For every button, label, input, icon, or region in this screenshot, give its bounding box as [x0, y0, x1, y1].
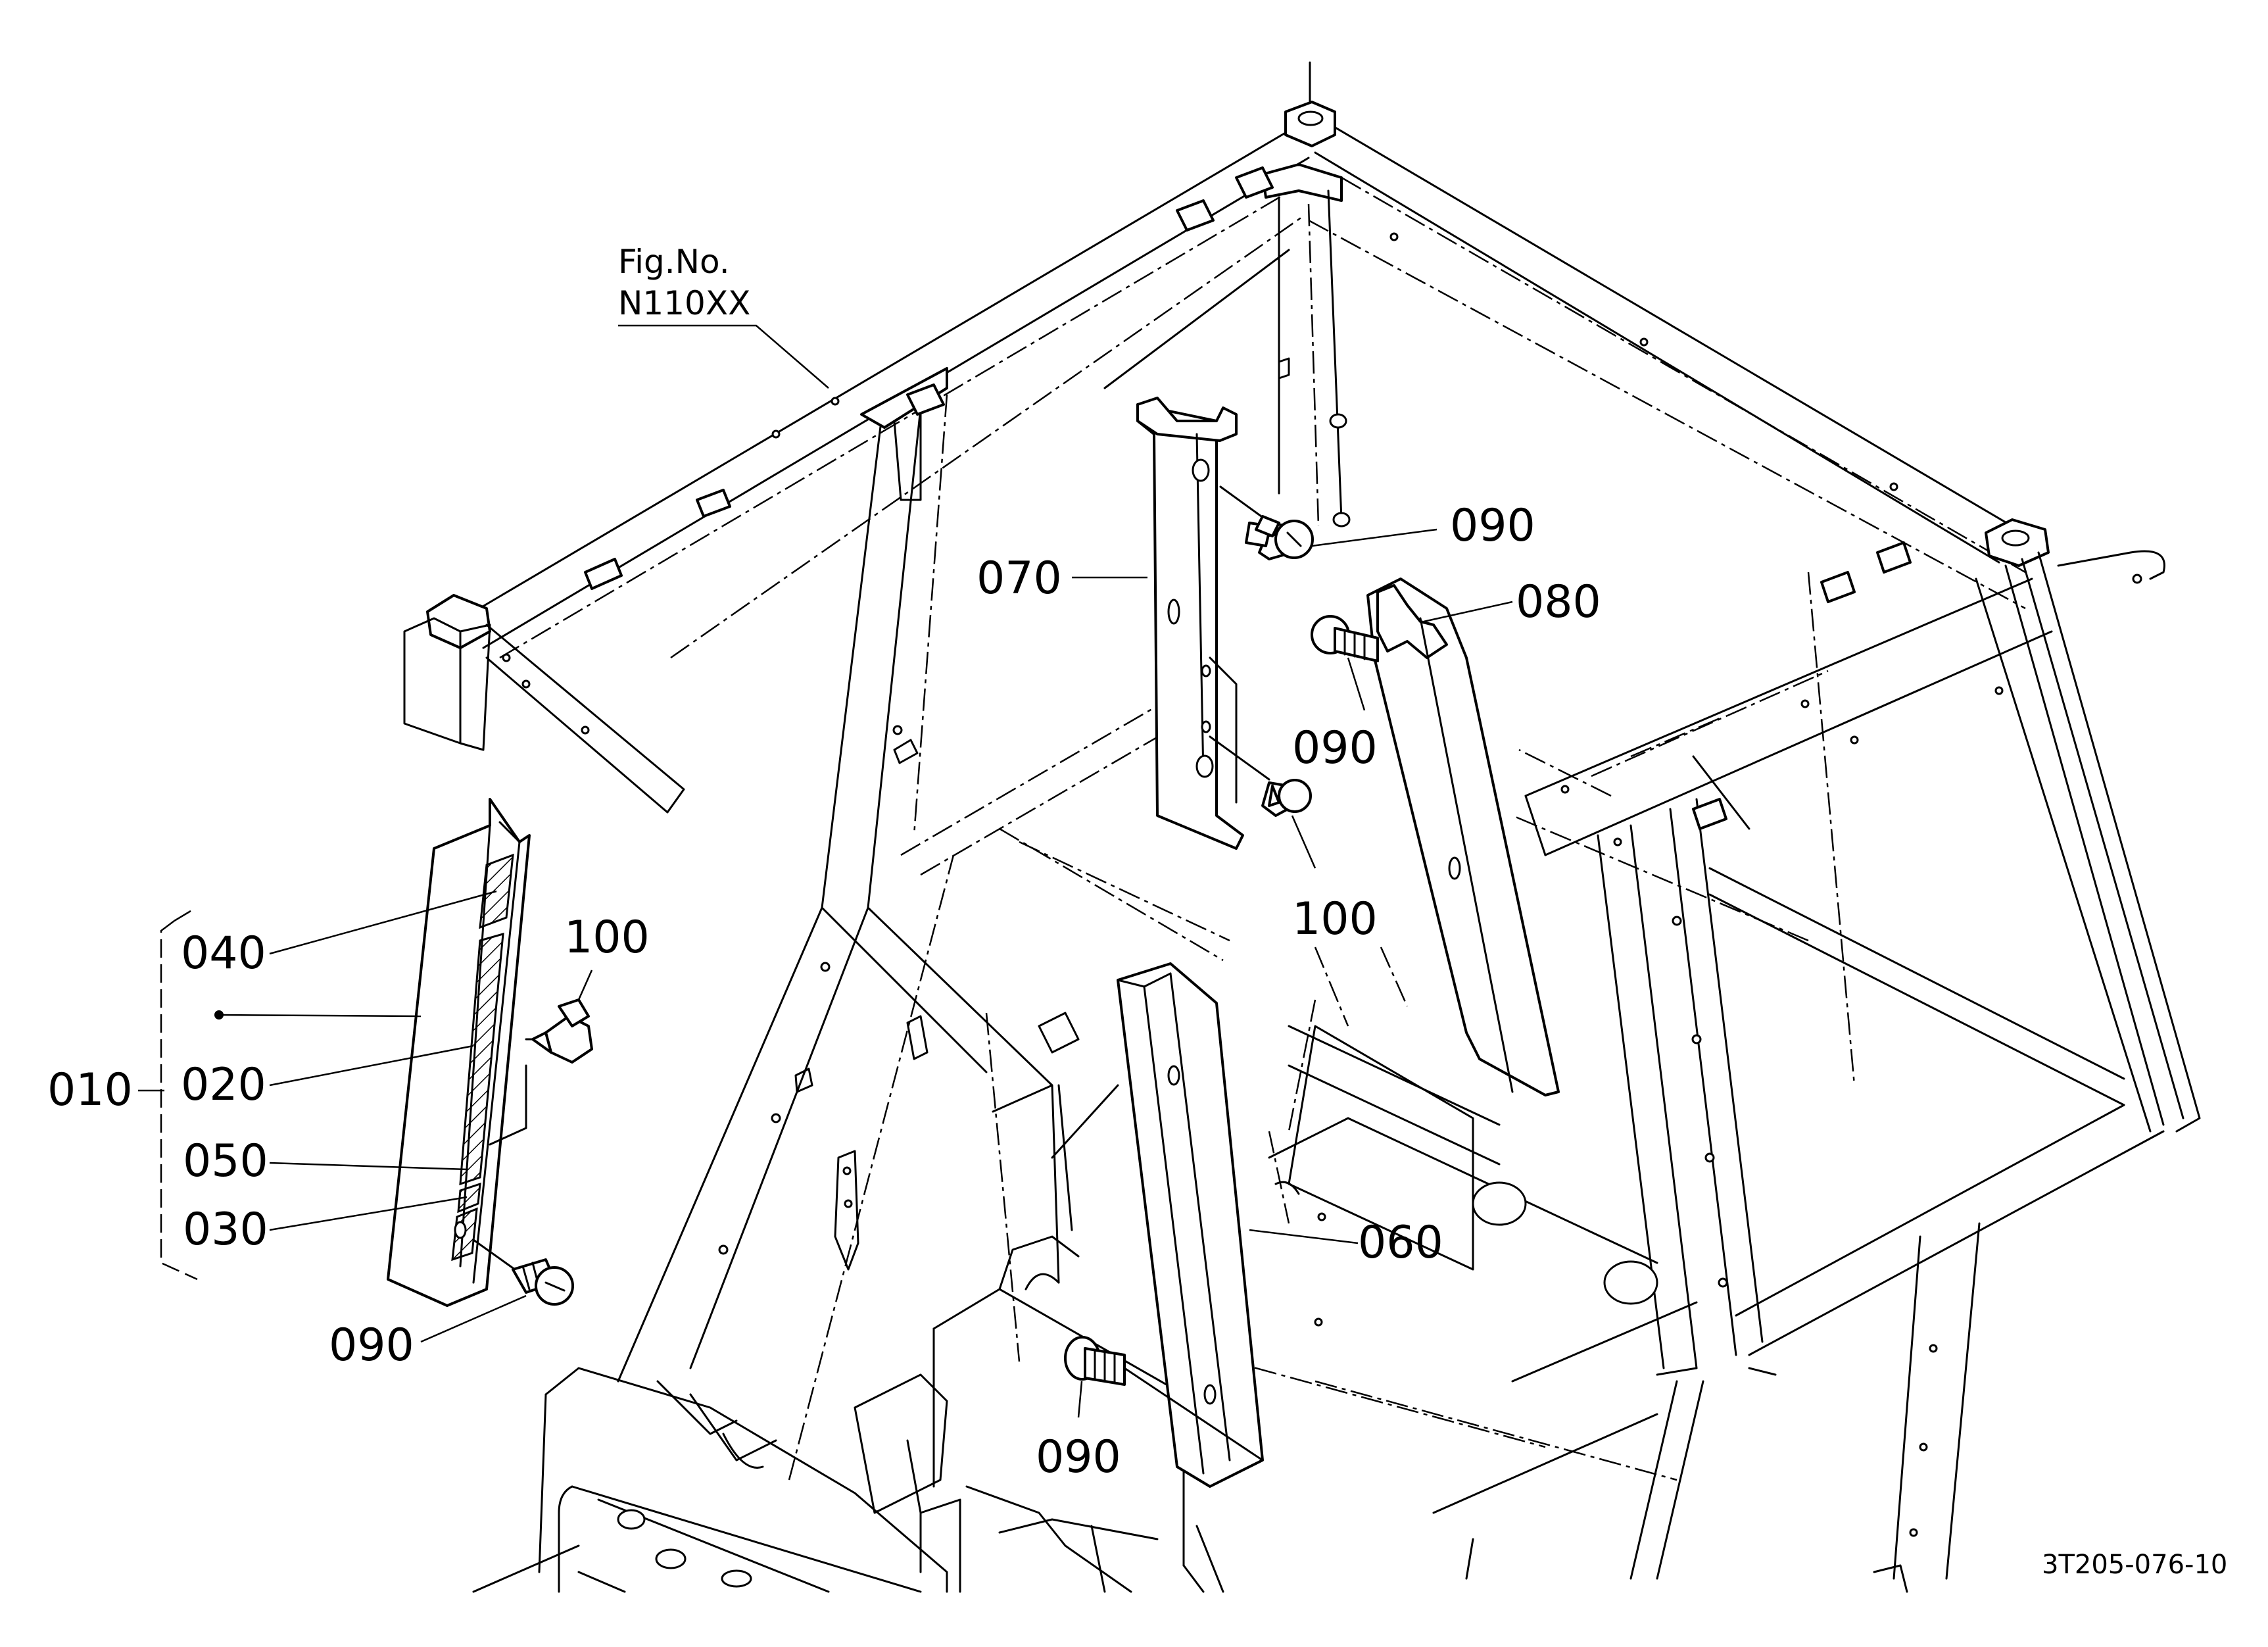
decal-020 — [459, 932, 504, 1186]
leader-lines — [138, 324, 1513, 1418]
floor-right-dashes — [1560, 572, 1856, 1086]
front-cross-beam — [1524, 578, 2053, 856]
callout-030: 030 — [183, 1204, 268, 1256]
pin-100-mid — [1209, 735, 1312, 817]
callout-100-mid: 100 — [1292, 893, 1378, 945]
part-080-pillar-cover — [1366, 578, 1560, 1096]
callout-100-left: 100 — [564, 912, 650, 964]
right-lower-panel — [1873, 1222, 1981, 1593]
figure-ref-line2: N110XX — [618, 284, 750, 322]
roof-inner-edge-right — [1308, 219, 2026, 610]
callout-020: 020 — [181, 1059, 266, 1111]
part-010-cover-assembly — [387, 798, 531, 1307]
top-corner-cap — [1261, 61, 1343, 202]
bolt-090-mid — [1311, 615, 1379, 662]
pin-100-left — [525, 998, 593, 1064]
left-front-pillar — [617, 367, 1053, 1383]
roof-clips — [584, 166, 1912, 830]
lower-console — [472, 1367, 1474, 1593]
callout-050: 050 — [183, 1135, 268, 1187]
assembly-bracket — [160, 920, 198, 1281]
floor-panel — [1183, 1025, 1698, 1514]
callout-090-mid: 090 — [1292, 722, 1378, 774]
bolt-090-left — [472, 1239, 574, 1306]
callout-060: 060 — [1358, 1217, 1443, 1269]
roof-right-rail — [1307, 111, 2026, 574]
drawing-number: 3T205-076-10 — [2042, 1550, 2227, 1580]
roof-inner-edge-left — [670, 216, 1303, 659]
cab-frame — [403, 61, 2201, 1593]
callout-090-bottom: 090 — [1036, 1431, 1121, 1483]
callout-070: 070 — [977, 553, 1062, 604]
floor-outline — [788, 689, 1809, 1481]
part-070-pillar-cover — [1136, 397, 1244, 850]
bolt-090-top — [1219, 485, 1314, 560]
part-060-pillar-cover — [1117, 962, 1264, 1488]
right-corner-cap — [1985, 518, 2165, 584]
rear-top-post — [1103, 189, 1351, 528]
bolt-090-bottom — [1064, 1336, 1264, 1462]
left-rear-post-top — [403, 594, 685, 814]
callout-010: 010 — [47, 1064, 133, 1116]
assembly-marker-dot — [214, 1010, 224, 1020]
center-console-box — [932, 1012, 1185, 1567]
callout-040: 040 — [181, 927, 266, 979]
callout-090-top: 090 — [1450, 500, 1535, 552]
callout-090-left: 090 — [329, 1319, 414, 1371]
right-front-posts — [1975, 551, 2201, 1133]
callout-080: 080 — [1516, 576, 1601, 628]
small-brackets — [794, 739, 1080, 1271]
figure-ref-line1: Fig.No. — [618, 243, 730, 281]
decal-050 — [457, 1182, 481, 1214]
lower-cross-members — [1629, 867, 2165, 1580]
